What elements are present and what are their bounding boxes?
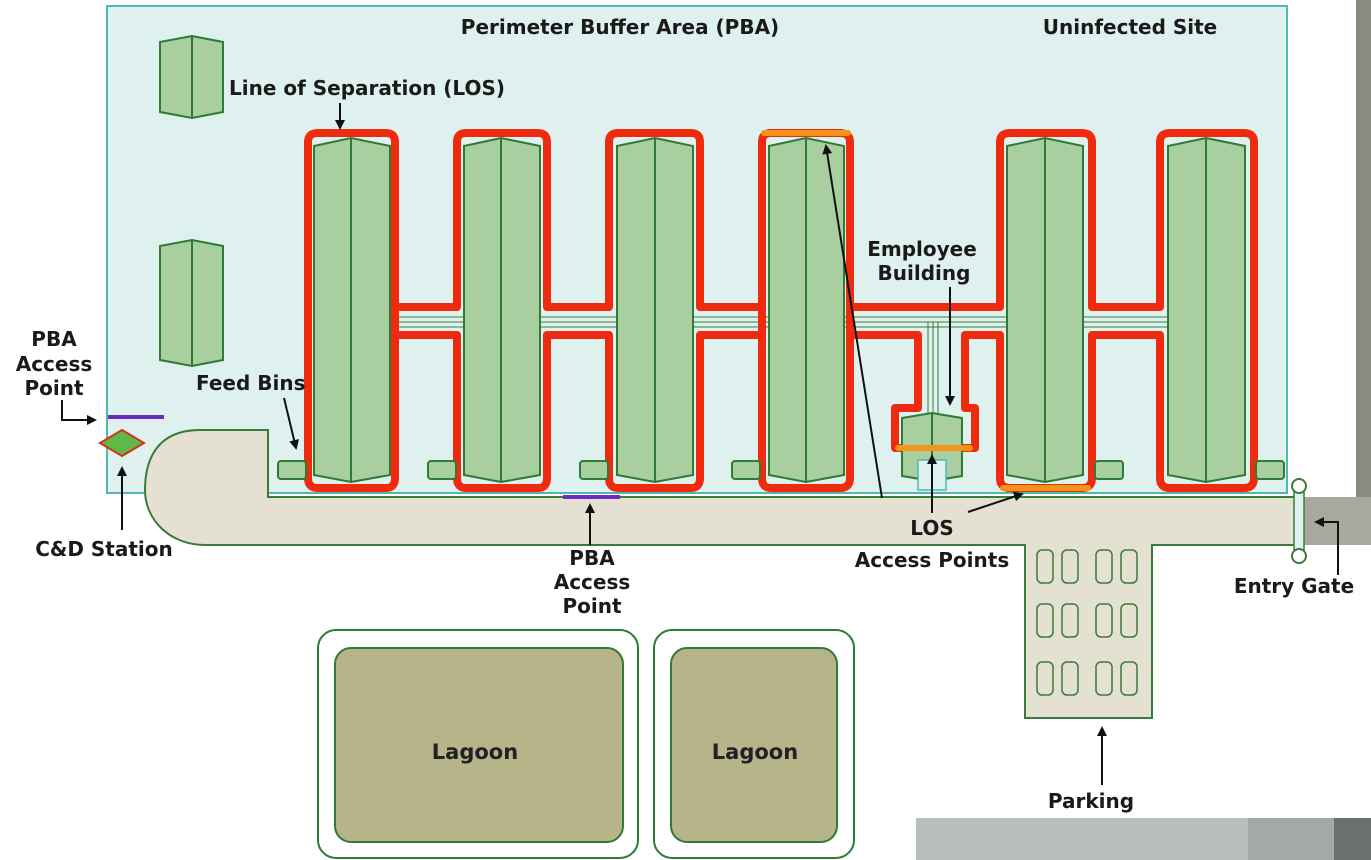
- entry-gate-label: Entry Gate: [1234, 574, 1354, 598]
- employee-building-label-line2: Building: [878, 261, 971, 285]
- lagoon-right-label: Lagoon: [712, 740, 798, 764]
- cd-station-diamond: [98, 428, 146, 458]
- pba-access-left-label-line3: Point: [24, 376, 83, 400]
- lagoon-right: [653, 629, 855, 859]
- line-of-separation: [304, 129, 1258, 492]
- access-road: [143, 429, 1301, 719]
- pba-access-bottom-label-line1: PBA: [569, 546, 615, 570]
- pba-access-bottom-label-line2: Access: [554, 570, 631, 594]
- employee-building-label-line1: Employee: [867, 237, 977, 261]
- parking-label: Parking: [1048, 789, 1134, 813]
- feed-bins: [277, 460, 1285, 480]
- photo-inset: [916, 818, 1371, 860]
- callout-arrows: [61, 103, 1339, 785]
- entry-gate: [1291, 478, 1307, 564]
- feed-bins-label: Feed Bins: [196, 371, 306, 395]
- pba-access-left-label-line1: PBA: [31, 327, 77, 351]
- los-access-points-label-line2: Access Points: [855, 548, 1009, 572]
- barns: [159, 34, 1246, 484]
- cd-station-label: C&D Station: [35, 537, 173, 561]
- pba-title: Perimeter Buffer Area (PBA): [461, 15, 779, 39]
- lagoon-left: [317, 629, 639, 859]
- pba-access-point-markers: [108, 415, 620, 499]
- parking-stalls: [1036, 549, 1138, 696]
- uninfected-site-label: Uninfected Site: [1043, 15, 1217, 39]
- right-boundary-strip: [1356, 0, 1371, 505]
- pba-access-left-label-line2: Access: [16, 352, 93, 376]
- pba-access-bottom-label-line3: Point: [562, 594, 621, 618]
- line-of-separation-label: Line of Separation (LOS): [229, 76, 505, 100]
- los-access-points-label-line1: LOS: [910, 516, 953, 540]
- los-access-point-markers: [761, 130, 1091, 491]
- lagoon-left-label: Lagoon: [432, 740, 518, 764]
